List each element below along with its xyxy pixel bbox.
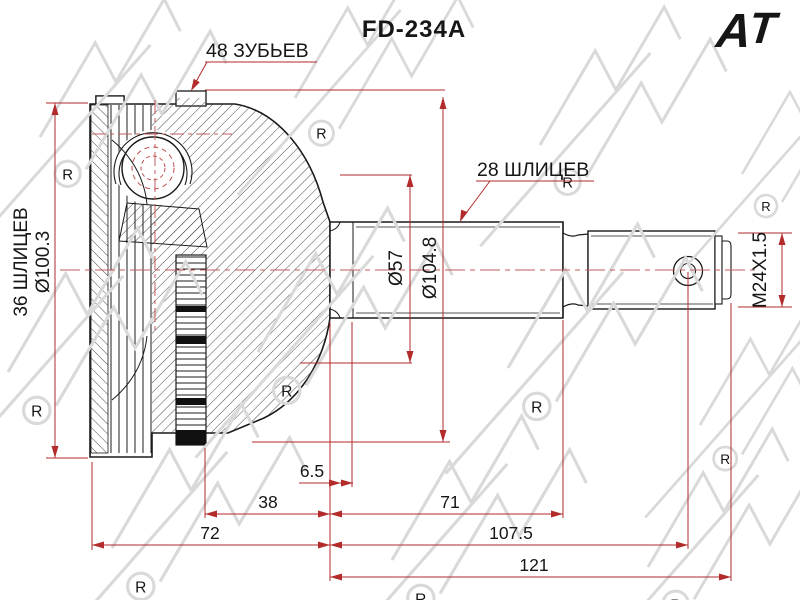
cv-joint-drawing <box>89 90 732 458</box>
logo-letter-a: A <box>713 4 754 58</box>
ball-track-mark-outer <box>131 146 175 190</box>
dimension-arrowheads <box>51 78 786 581</box>
boot-lip-arc-top <box>111 139 148 205</box>
callout-hub-splines: 36 ШЛИЦЕВ <box>11 207 32 316</box>
dim-spline-bore: 38 <box>258 492 277 512</box>
callout-thread: M24X1.5 <box>750 232 771 308</box>
bearing-ball <box>121 136 185 200</box>
dim-housing-length: 72 <box>200 523 219 543</box>
housing-top-tab <box>95 95 125 105</box>
callout-boot-diameter: Ø57 <box>386 250 407 286</box>
spline-ladder <box>175 254 207 446</box>
annotations: FD-234A 48 ЗУБЬЕВ 28 ШЛИЦЕВ 36 ШЛИЦЕВ Ø1… <box>11 16 771 575</box>
callout-hub-diameter: Ø100.3 <box>33 231 54 293</box>
logo-letter-t: T <box>746 4 782 53</box>
dim-overall-length: 121 <box>519 555 548 575</box>
brand-logo: A T <box>713 4 783 58</box>
cage-outer-arc <box>113 132 193 185</box>
boot-lip-arc-bottom <box>111 335 148 401</box>
dim-hole-distance: 107.5 <box>489 523 533 543</box>
dim-shaft-length: 71 <box>440 492 459 512</box>
dimension-lines <box>46 61 792 581</box>
inner-race-section <box>118 202 208 248</box>
dim-groove-offset: 6.5 <box>300 461 324 481</box>
abs-ring <box>175 90 207 107</box>
callout-teeth: 48 ЗУБЬЕВ <box>206 40 309 62</box>
callout-housing-diameter: Ø104.8 <box>420 237 441 299</box>
callout-shaft-splines: 28 ШЛИЦЕВ <box>477 159 589 181</box>
ball-track-mark-inner <box>140 155 166 181</box>
part-number-title: FD-234A <box>362 16 466 43</box>
